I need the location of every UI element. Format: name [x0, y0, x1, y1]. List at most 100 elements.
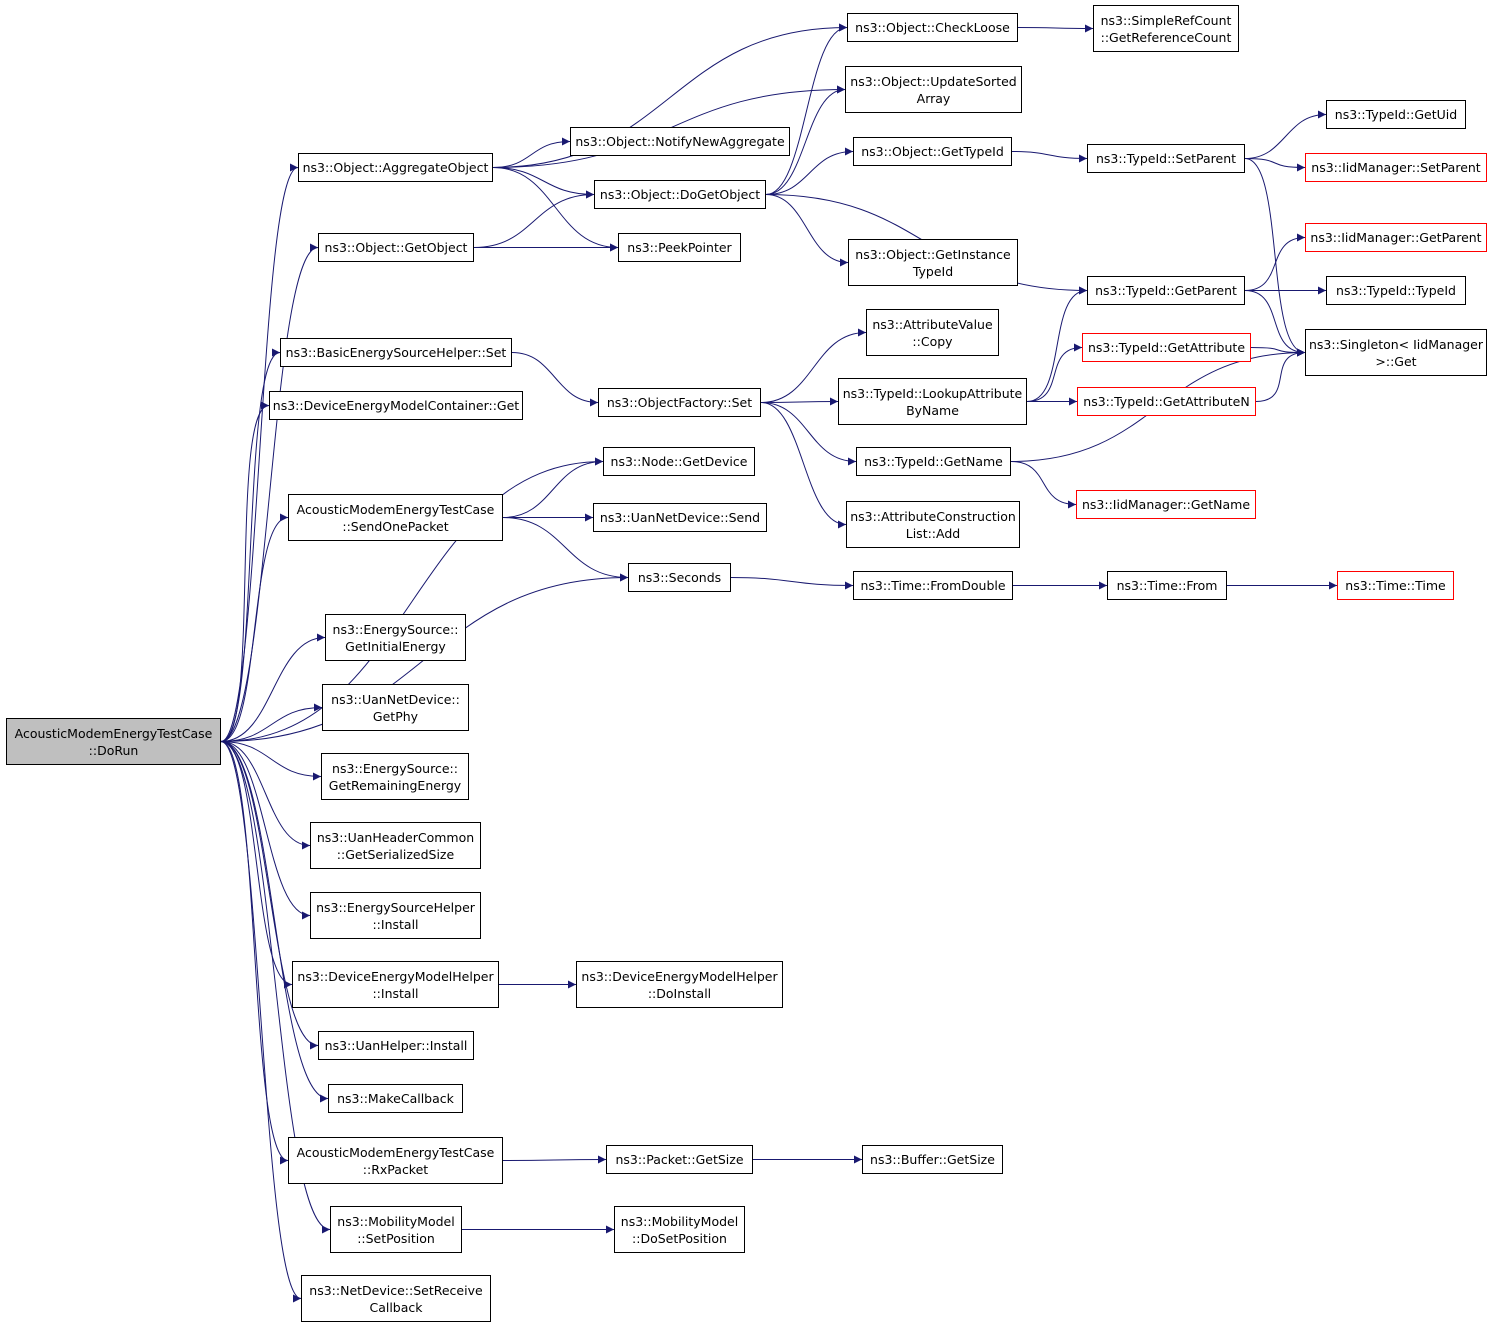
node-time_time[interactable]: ns3::Time::Time — [1337, 571, 1454, 600]
node-label-line: ns3::MobilityModel — [337, 1213, 455, 1229]
node-typeid_setparent[interactable]: ns3::TypeId::SetParent — [1087, 144, 1245, 173]
node-objfactory_set[interactable]: ns3::ObjectFactory::Set — [598, 388, 761, 417]
node-label-line: ns3::ObjectFactory::Set — [606, 395, 753, 410]
node-label-line: TypeId — [912, 263, 954, 279]
node-demc_get[interactable]: ns3::DeviceEnergyModelContainer::Get — [269, 391, 523, 420]
node-iid_setparent[interactable]: ns3::IidManager::SetParent — [1305, 153, 1487, 182]
edge-dogetobject-to-checkloose — [765, 23, 848, 195]
node-peekpointer[interactable]: ns3::PeekPointer — [618, 233, 741, 262]
node-getobject[interactable]: ns3::Object::GetObject — [318, 233, 474, 262]
node-setposition[interactable]: ns3::MobilityModel::SetPosition — [330, 1206, 462, 1253]
node-mm_dosetposition[interactable]: ns3::MobilityModel::DoSetPosition — [614, 1206, 745, 1253]
node-aggregate[interactable]: ns3::Object::AggregateObject — [298, 153, 493, 182]
node-buffer_getsize[interactable]: ns3::Buffer::GetSize — [862, 1145, 1003, 1174]
edge-objfactory_set-to-attrvalue_copy — [760, 328, 867, 403]
node-rxpacket[interactable]: AcousticModemEnergyTestCase::RxPacket — [288, 1137, 503, 1184]
node-label-line: ns3::UanHelper::Install — [324, 1038, 468, 1053]
node-getremaining[interactable]: ns3::EnergySource::GetRemainingEnergy — [321, 753, 469, 800]
node-typeid_getparent[interactable]: ns3::TypeId::GetParent — [1087, 276, 1245, 305]
node-time_from[interactable]: ns3::Time::From — [1107, 571, 1227, 600]
node-label-line: ns3::Object::AggregateObject — [302, 160, 489, 175]
node-uanhelper_install[interactable]: ns3::UanHelper::Install — [318, 1031, 474, 1060]
node-esh_install[interactable]: ns3::EnergySourceHelper::Install — [310, 892, 481, 939]
node-getphy[interactable]: ns3::UanNetDevice::GetPhy — [322, 684, 469, 731]
node-label-line: ns3::TypeId::TypeId — [1336, 283, 1456, 298]
edge-dogetobject-to-updatesorted — [765, 85, 846, 195]
node-makecallback[interactable]: ns3::MakeCallback — [328, 1084, 463, 1113]
node-label-line: ns3::DeviceEnergyModelHelper — [297, 968, 494, 984]
node-label-line: ns3::UanHeaderCommon — [316, 829, 475, 845]
node-label-line: ns3::Object::GetObject — [324, 240, 468, 255]
node-label-line: ::DoSetPosition — [632, 1230, 727, 1246]
node-notifynewagg[interactable]: ns3::Object::NotifyNewAggregate — [570, 127, 790, 156]
node-getinitialenergy[interactable]: ns3::EnergySource::GetInitialEnergy — [325, 614, 466, 661]
node-label-line: ns3::Object::NotifyNewAggregate — [575, 134, 785, 149]
node-label-line: GetRemainingEnergy — [328, 777, 462, 793]
node-label-line: ns3::PeekPointer — [627, 240, 732, 255]
node-label-line: AcousticModemEnergyTestCase — [14, 725, 213, 741]
node-dogetobject[interactable]: ns3::Object::DoGetObject — [594, 180, 766, 209]
node-typeid_getname[interactable]: ns3::TypeId::GetName — [856, 447, 1011, 476]
node-label-line: ::SendOnePacket — [342, 518, 449, 534]
node-besh_set[interactable]: ns3::BasicEnergySourceHelper::Set — [280, 338, 512, 367]
node-singleton_get[interactable]: ns3::Singleton< IidManager >::Get — [1305, 329, 1487, 376]
node-label-line: ns3::TypeId::LookupAttribute — [842, 385, 1023, 401]
edge-typeid_setparent-to-singleton_get — [1244, 158, 1306, 357]
node-serializedsize[interactable]: ns3::UanHeaderCommon::GetSerializedSize — [310, 822, 481, 869]
node-label-line: ns3::UanNetDevice:: — [331, 691, 460, 707]
node-label-line: ::GetReferenceCount — [1100, 29, 1232, 45]
edge-objfactory_set-to-lookupattr — [760, 397, 839, 406]
node-label-line: ns3::IidManager::GetName — [1081, 497, 1251, 512]
node-label-line: ns3::BasicEnergySourceHelper::Set — [285, 345, 507, 360]
edge-root-to-node_getdevice — [220, 457, 604, 742]
node-iid_getname[interactable]: ns3::IidManager::GetName — [1076, 490, 1256, 519]
node-label-line: ns3::Object::UpdateSorted — [850, 73, 1017, 89]
node-label-line: ns3::Buffer::GetSize — [870, 1152, 995, 1167]
node-typeid_getuid[interactable]: ns3::TypeId::GetUid — [1326, 100, 1466, 129]
node-label-line: ns3::Object::CheckLoose — [855, 20, 1010, 35]
edge-typeid_getparent-to-iid_getparent — [1244, 233, 1306, 291]
node-node_getdevice[interactable]: ns3::Node::GetDevice — [603, 447, 755, 476]
edge-typeid_getattributen-to-singleton_get — [1255, 348, 1306, 402]
node-label-line: ns3::NetDevice::SetReceive — [309, 1282, 483, 1298]
edge-root-to-setposition — [220, 741, 331, 1234]
node-label-line: ::RxPacket — [362, 1161, 429, 1177]
node-refcount[interactable]: ns3::SimpleRefCount::GetReferenceCount — [1093, 5, 1239, 52]
node-attrvalue_copy[interactable]: ns3::AttributeValue::Copy — [866, 309, 999, 356]
edge-dogetobject-to-getinstancetypeid — [765, 194, 849, 267]
node-label-line: ns3::AttributeConstruction — [850, 508, 1016, 524]
node-label-line: List::Add — [905, 525, 961, 541]
edge-root-to-getinitialenergy — [220, 633, 326, 742]
node-root[interactable]: AcousticModemEnergyTestCase::DoRun — [6, 718, 221, 765]
node-demh_doinstall[interactable]: ns3::DeviceEnergyModelHelper::DoInstall — [576, 961, 783, 1008]
node-label-line: AcousticModemEnergyTestCase — [296, 501, 495, 517]
node-obj_gettypeid[interactable]: ns3::Object::GetTypeId — [853, 137, 1012, 166]
edge-sendonepacket-to-node_getdevice — [502, 457, 604, 518]
node-typeid_getattributen[interactable]: ns3::TypeId::GetAttributeN — [1077, 387, 1256, 416]
node-typeid_getattribute[interactable]: ns3::TypeId::GetAttribute — [1082, 333, 1251, 362]
node-sendonepacket[interactable]: AcousticModemEnergyTestCase::SendOnePack… — [288, 494, 503, 541]
node-label-line: ns3::MobilityModel — [620, 1213, 739, 1229]
edge-root-to-aggregate — [220, 163, 299, 742]
edge-root-to-rxpacket — [220, 741, 289, 1165]
node-uan_send[interactable]: ns3::UanNetDevice::Send — [593, 503, 767, 532]
node-demh_install[interactable]: ns3::DeviceEnergyModelHelper::Install — [292, 961, 499, 1008]
node-time_fromdouble[interactable]: ns3::Time::FromDouble — [853, 571, 1013, 600]
node-label-line: ::SetPosition — [357, 1230, 435, 1246]
node-seconds[interactable]: ns3::Seconds — [628, 563, 731, 592]
edge-aggregate-to-notifynewagg — [492, 137, 571, 168]
node-checkloose[interactable]: ns3::Object::CheckLoose — [847, 13, 1018, 42]
node-label-line: ns3::Time::FromDouble — [860, 578, 1006, 593]
edge-getobject-to-dogetobject — [473, 190, 595, 248]
edge-root-to-serializedsize — [220, 741, 311, 850]
node-typeid_typeid[interactable]: ns3::TypeId::TypeId — [1326, 276, 1466, 305]
node-iid_getparent[interactable]: ns3::IidManager::GetParent — [1305, 223, 1487, 252]
node-label-line: ns3::Object::GetInstance — [855, 246, 1011, 262]
node-packet_getsize[interactable]: ns3::Packet::GetSize — [606, 1145, 753, 1174]
node-label-line: AcousticModemEnergyTestCase — [296, 1144, 495, 1160]
